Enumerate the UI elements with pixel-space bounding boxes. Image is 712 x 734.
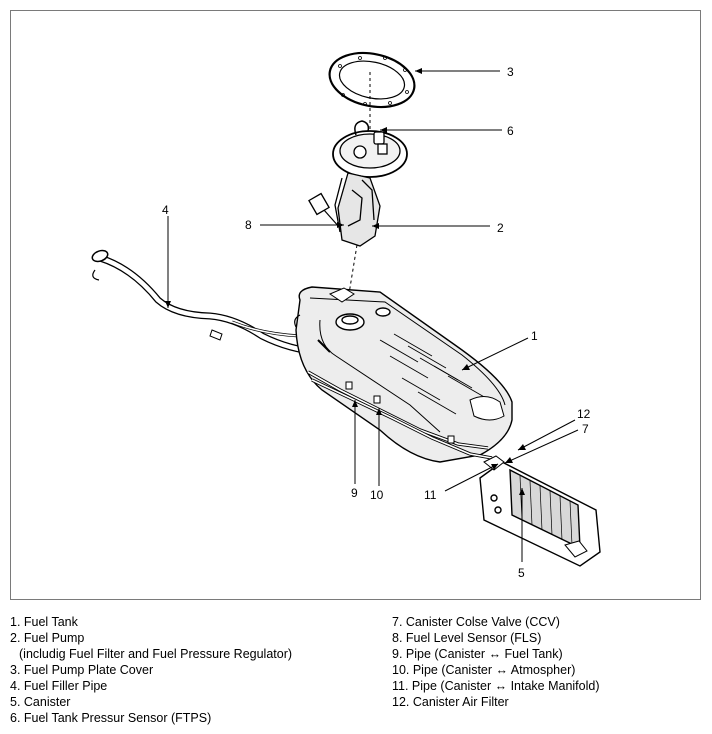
legend-item-7: 7. Canister Colse Valve (CCV) — [392, 615, 560, 629]
legend-item-8: 8. Fuel Level Sensor (FLS) — [392, 631, 542, 645]
callout-6: 6 — [507, 124, 514, 138]
fuel-tank — [294, 286, 513, 463]
fuel-pump-assembly — [308, 120, 408, 247]
fuel-pump-plate-cover — [328, 51, 416, 109]
fuel-filler-pipe — [91, 249, 321, 356]
callout-7: 7 — [582, 422, 589, 436]
leader-lines — [167, 70, 579, 562]
legend-item-1: 1. Fuel Tank — [10, 615, 78, 629]
canister — [479, 455, 601, 567]
callout-2: 2 — [497, 221, 504, 235]
legend-item-5: 5. Canister — [10, 695, 71, 709]
callout-8: 8 — [245, 218, 252, 232]
callout-4: 4 — [162, 203, 169, 217]
callout-9: 9 — [351, 486, 358, 500]
callout-3: 3 — [507, 65, 514, 79]
leader-arrowheads — [165, 68, 526, 495]
fuel-system-diagram: 3 6 2 8 4 1 12 7 11 5 9 10 — [91, 51, 601, 580]
callout-1: 1 — [531, 329, 538, 343]
legend-item-11: 11. Pipe (Canister ↔ Intake Manifold) — [392, 679, 600, 693]
legend-right-column: 7. Canister Colse Valve (CCV) 8. Fuel Le… — [392, 614, 600, 710]
legend-item-2-note: (includig Fuel Filter and Fuel Pressure … — [19, 647, 293, 661]
callout-11: 11 — [424, 488, 437, 502]
callout-10: 10 — [370, 488, 384, 502]
diagram-frame — [10, 10, 701, 600]
legend-item-4: 4. Fuel Filler Pipe — [10, 679, 108, 693]
legend-item-3: 3. Fuel Pump Plate Cover — [10, 663, 154, 677]
legend-item-2: 2. Fuel Pump — [10, 631, 85, 645]
legend-item-12: 12. Canister Air Filter — [392, 695, 509, 709]
legend-left-column: 1. Fuel Tank 2. Fuel Pump (includig Fuel… — [10, 614, 292, 726]
callout-5: 5 — [518, 566, 525, 580]
callout-12: 12 — [577, 407, 591, 421]
legend-item-6: 6. Fuel Tank Pressur Sensor (FTPS) — [10, 711, 212, 725]
legend-item-10: 10. Pipe (Canister ↔ Atmospher) — [392, 663, 576, 677]
legend-item-9: 9. Pipe (Canister ↔ Fuel Tank) — [392, 647, 563, 661]
canister-pipes — [307, 339, 493, 460]
